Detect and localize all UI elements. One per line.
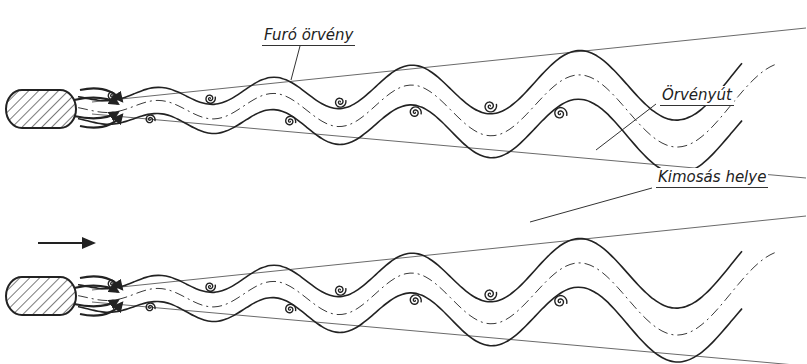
vortex-symbol — [146, 115, 155, 123]
flow-arrow — [74, 286, 118, 292]
flow-arrow — [80, 88, 122, 101]
vortex-symbol — [286, 304, 296, 313]
flow-arrow — [74, 98, 118, 104]
vortex-symbol — [485, 290, 496, 300]
vortex-path — [78, 251, 778, 335]
callout-label: Furó örvény — [262, 26, 355, 46]
callout-label: Kimosás helye — [656, 168, 768, 188]
flow-arrow — [74, 300, 118, 306]
flow-arrow — [80, 303, 122, 316]
vortex-symbol — [146, 303, 155, 311]
vortex-symbol — [336, 286, 346, 295]
callout-label: Örvényút — [660, 86, 734, 106]
vortex-symbol — [555, 108, 567, 118]
vortex-symbol — [485, 102, 496, 112]
pier-lower — [6, 277, 76, 315]
vortex-symbol — [410, 107, 421, 116]
vortex-symbol — [108, 280, 117, 287]
vortex-symbol — [555, 296, 567, 306]
vortex-path — [78, 63, 778, 147]
flow-arrow — [80, 276, 122, 289]
vortex-symbol — [410, 295, 421, 304]
vortex-symbol — [336, 98, 346, 107]
stream-line — [78, 287, 742, 362]
flow-arrow — [74, 112, 118, 118]
trajectory-line — [92, 216, 806, 290]
pier-upper — [6, 90, 76, 128]
flow-arrow — [80, 115, 122, 128]
flow-arrow — [38, 237, 96, 249]
vortex-symbol — [206, 95, 215, 103]
vortex-street — [74, 28, 806, 364]
leader-lines — [291, 46, 656, 222]
vortex-symbol — [108, 92, 117, 99]
stream-line — [78, 99, 742, 174]
vortex-symbol — [286, 116, 296, 125]
vortex-symbol — [206, 283, 215, 291]
